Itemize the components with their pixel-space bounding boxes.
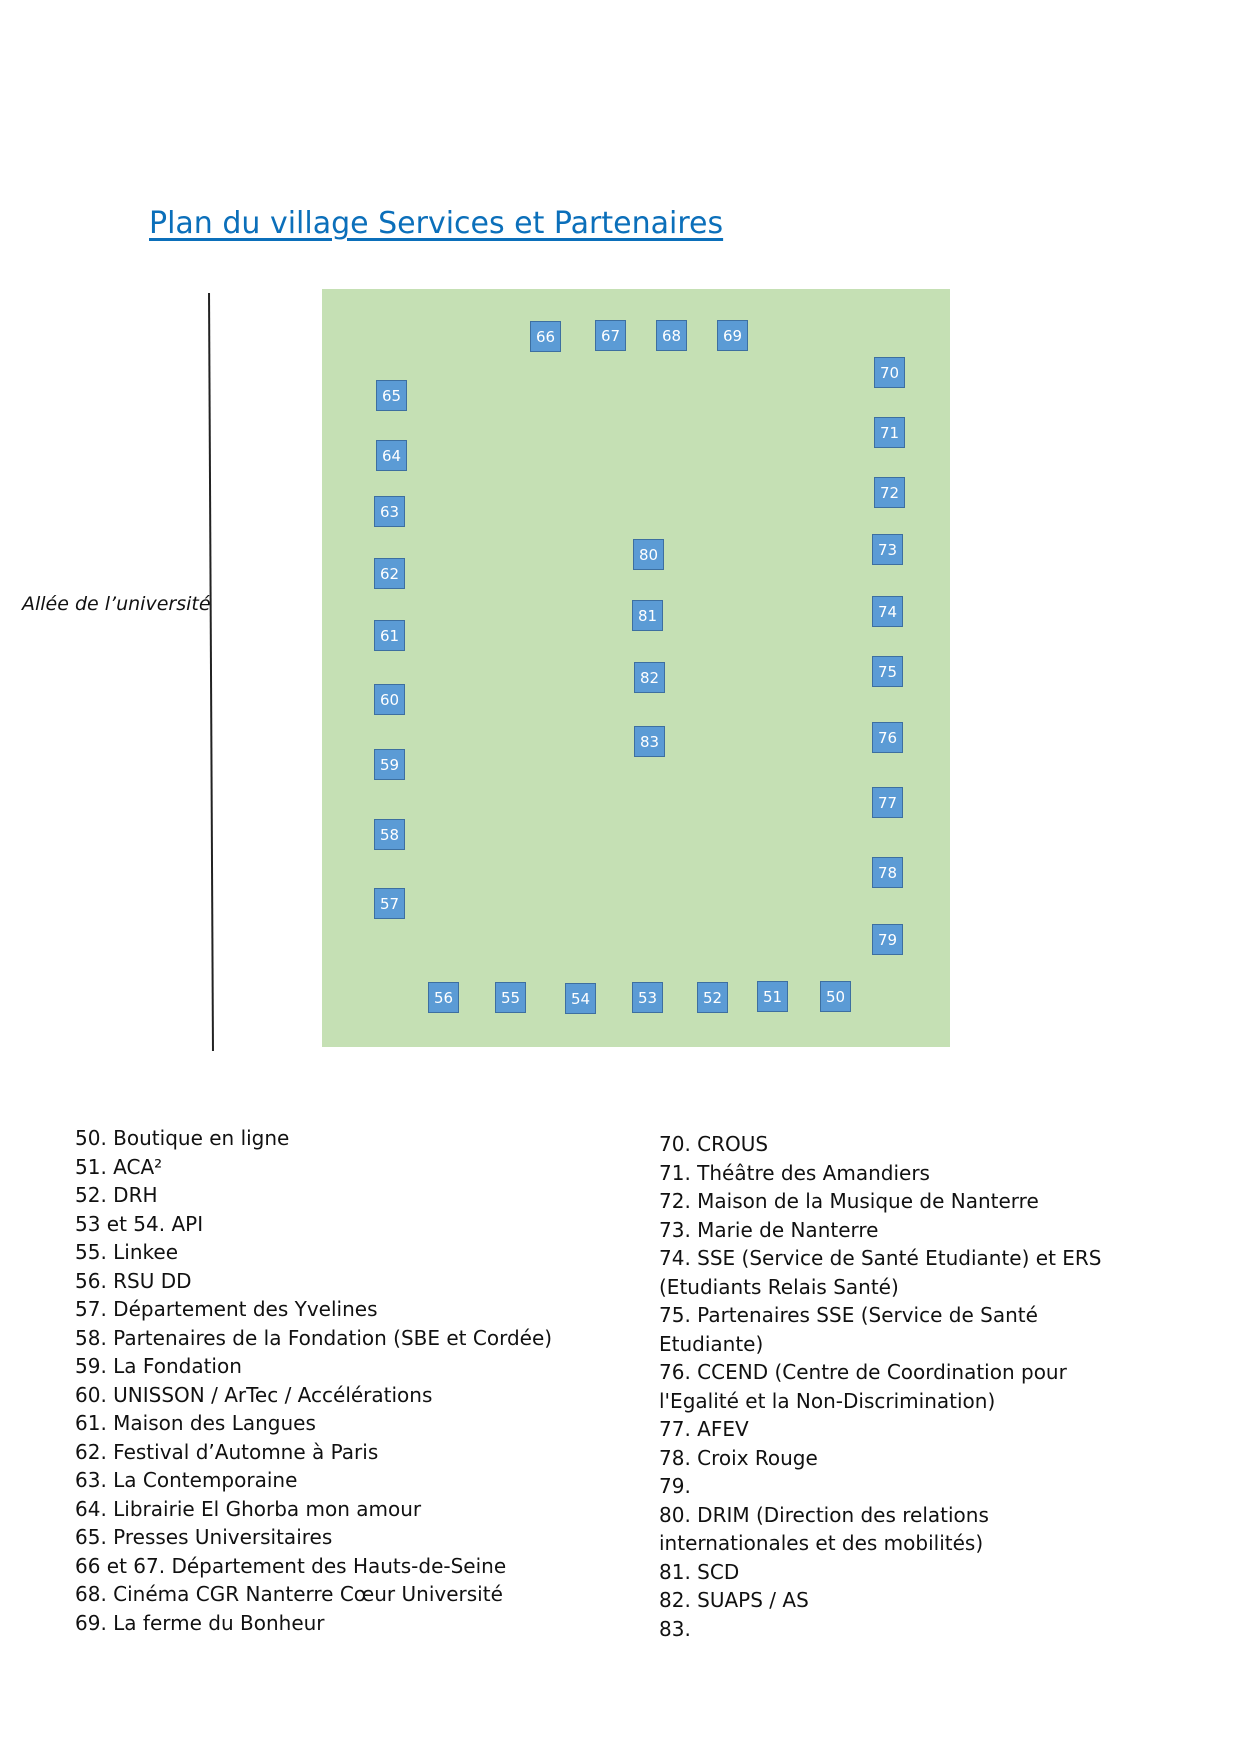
legend-item: 77. AFEV — [659, 1417, 749, 1441]
booth-80: 80 — [633, 539, 664, 570]
legend-left: 50. Boutique en ligne 51. ACA² 52. DRH 5… — [75, 1124, 635, 1637]
booth-66: 66 — [530, 321, 561, 352]
legend-item: 64. Librairie El Ghorba mon amour — [75, 1496, 422, 1521]
booth-65: 65 — [376, 380, 407, 411]
booth-73: 73 — [872, 534, 903, 565]
booth-53: 53 — [632, 982, 663, 1013]
legend-item: 50. Boutique en ligne — [75, 1126, 290, 1150]
booth-54: 54 — [565, 983, 596, 1014]
booth-81: 81 — [632, 600, 663, 631]
booth-83: 83 — [634, 726, 665, 757]
legend-item: 72. Maison de la Musique de Nanterre — [659, 1189, 1039, 1213]
booth-78: 78 — [872, 857, 903, 888]
legend-item: 75. Partenaires SSE (Service de Santé Et… — [659, 1303, 1038, 1356]
legend-item: 66 et 67. Département des Hauts-de-Seine — [75, 1553, 507, 1578]
legend-right: 70. CROUS 71. Théâtre des Amandiers 72. … — [659, 1130, 1139, 1643]
booth-63: 63 — [374, 496, 405, 527]
booth-56: 56 — [428, 982, 459, 1013]
booth-51: 51 — [757, 981, 788, 1012]
legend-item: 76. CCEND (Centre de Coordination pour l… — [659, 1360, 1067, 1413]
booth-68: 68 — [656, 320, 687, 351]
legend-item: 59. La Fondation — [75, 1354, 242, 1378]
booth-82: 82 — [634, 662, 665, 693]
booth-52: 52 — [697, 982, 728, 1013]
legend-item: 55. Linkee — [75, 1240, 179, 1264]
booth-69: 69 — [717, 320, 748, 351]
booth-77: 77 — [872, 787, 903, 818]
legend-item: 65. Presses Universitaires — [75, 1525, 333, 1549]
legend-item: 69. La ferme du Bonheur — [75, 1610, 325, 1635]
legend-item: 56. RSU DD — [75, 1268, 192, 1293]
legend-item: 58. Partenaires de la Fondation (SBE et … — [75, 1325, 553, 1350]
legend-item: 83. — [659, 1616, 691, 1641]
legend-item: 60. UNISSON / ArTec / Accélérations — [75, 1382, 433, 1407]
legend-item: 52. DRH — [75, 1183, 158, 1207]
legend-item: 82. SUAPS / AS — [659, 1588, 809, 1612]
legend-item: 68. Cinéma CGR Nanterre Cœur Université — [75, 1582, 503, 1606]
booth-67: 67 — [595, 320, 626, 351]
booth-71: 71 — [874, 417, 905, 448]
legend-item: 62. Festival d’Automne à Paris — [75, 1439, 379, 1464]
legend-item: 71. Théâtre des Amandiers — [659, 1160, 930, 1185]
legend-item: 63. La Contemporaine — [75, 1468, 298, 1492]
legend-item: 61. Maison des Langues — [75, 1411, 316, 1435]
legend-item: 53 et 54. API — [75, 1211, 204, 1236]
legend-item: 51. ACA² — [75, 1154, 163, 1179]
legend-item: 57. Département des Yvelines — [75, 1297, 378, 1321]
booth-61: 61 — [374, 620, 405, 651]
booth-79: 79 — [872, 924, 903, 955]
legend-item: 73. Marie de Nanterre — [659, 1217, 879, 1242]
booth-50: 50 — [820, 981, 851, 1012]
legend-item: 78. Croix Rouge — [659, 1445, 818, 1470]
legend-item: 74. SSE (Service de Santé Etudiante) et … — [659, 1246, 1102, 1299]
booth-64: 64 — [376, 440, 407, 471]
legend-item: 80. DRIM (Direction des relations intern… — [659, 1502, 989, 1556]
booth-57: 57 — [374, 888, 405, 919]
legend-item: 81. SCD — [659, 1559, 740, 1584]
road-label: Allée de l’université — [22, 593, 211, 615]
road-line — [208, 293, 214, 1051]
booth-75: 75 — [872, 656, 903, 687]
booth-62: 62 — [374, 558, 405, 589]
page-title: Plan du village Services et Partenaires — [149, 206, 724, 241]
legend-item: 79. — [659, 1474, 691, 1498]
booth-59: 59 — [374, 749, 405, 780]
booth-72: 72 — [874, 477, 905, 508]
booth-74: 74 — [872, 596, 903, 627]
booth-76: 76 — [872, 722, 903, 753]
legend-item: 70. CROUS — [659, 1132, 769, 1156]
booth-60: 60 — [374, 684, 405, 715]
booth-70: 70 — [874, 357, 905, 388]
booth-58: 58 — [374, 819, 405, 850]
booth-55: 55 — [495, 982, 526, 1013]
